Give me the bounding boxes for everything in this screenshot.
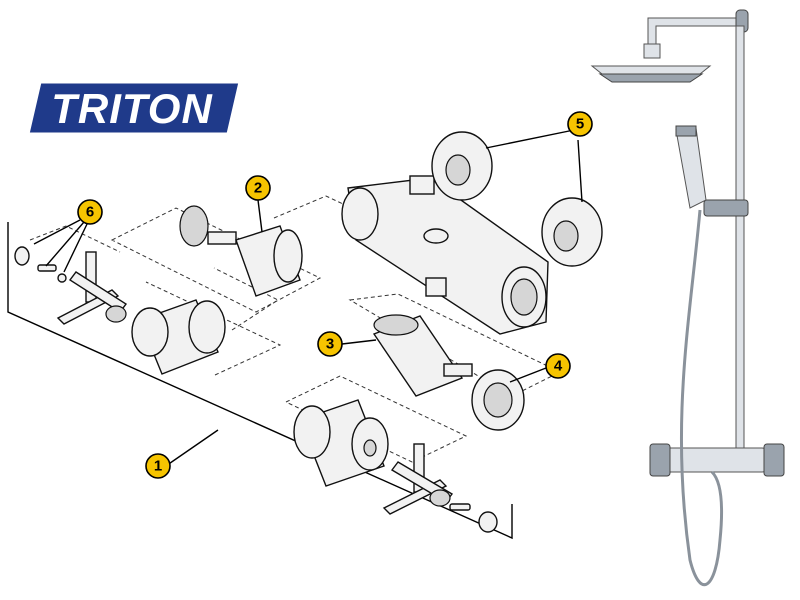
callout-5: 5: [567, 111, 593, 137]
callout-6: 6: [77, 199, 103, 225]
screw-cap-set-bottom: [449, 503, 498, 533]
logo-text: TRITON: [51, 85, 213, 132]
leader-lines: [33, 129, 583, 383]
assembled-shower-illustration: [590, 9, 785, 586]
callout-3-label: 3: [326, 336, 334, 353]
wall-flange-lower: [541, 197, 603, 267]
callout-4-label: 4: [554, 358, 563, 375]
thermostatic-cartridge: [372, 314, 473, 397]
locking-ring: [471, 369, 525, 431]
shroud-cylinder-right: [293, 399, 389, 487]
callout-5-label: 5: [576, 116, 584, 133]
flow-cartridge: [179, 205, 303, 297]
callout-2: 2: [245, 175, 271, 201]
cross-handle-right: [382, 443, 454, 515]
valve-body: [341, 175, 549, 335]
screw-cap-set-top: [14, 246, 67, 283]
callout-4: 4: [545, 353, 571, 379]
callout-1: 1: [145, 453, 171, 479]
callout-6-label: 6: [86, 204, 94, 221]
shroud-cylinder-left: [131, 299, 226, 375]
callout-1-label: 1: [154, 458, 162, 475]
triton-logo: TRITON: [26, 80, 242, 136]
wall-flange-upper: [431, 131, 493, 201]
cross-handle-left: [56, 251, 128, 325]
callout-3: 3: [317, 331, 343, 357]
callout-2-label: 2: [254, 180, 262, 197]
